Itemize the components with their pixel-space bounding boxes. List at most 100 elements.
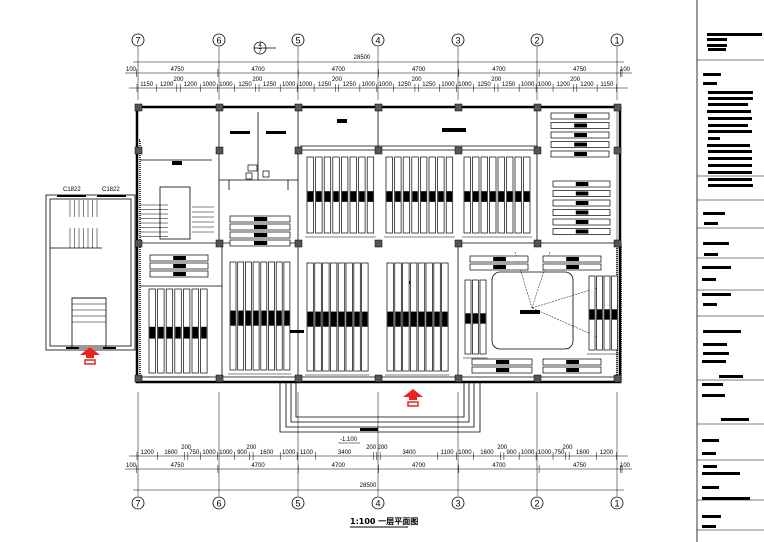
shelf-label bbox=[253, 310, 259, 326]
title-block-redacted-text bbox=[708, 178, 752, 181]
structural-column bbox=[533, 146, 542, 155]
title-block-redacted-text bbox=[707, 110, 751, 113]
drawing-title: 1:100 一层平面图 bbox=[350, 517, 418, 526]
bottom-sub-dims-value: 1600 bbox=[480, 450, 494, 456]
axis-label-5: 5 bbox=[295, 499, 300, 509]
entrance-arrow-icon bbox=[80, 347, 100, 358]
shelf-label bbox=[269, 310, 274, 326]
shelf-label bbox=[173, 264, 186, 268]
top-sub-dims-value: 1000 bbox=[379, 82, 393, 88]
bottom-sub-dims-value: 1200 bbox=[140, 450, 154, 456]
top-sub-dims-value: 1000 bbox=[202, 82, 216, 88]
shelf-label bbox=[426, 311, 432, 327]
axis-bubble bbox=[291, 33, 305, 47]
shelf-label bbox=[473, 313, 478, 324]
structural-column bbox=[533, 374, 542, 383]
shelf-label bbox=[515, 191, 521, 202]
title-block-redacted-text bbox=[708, 97, 753, 100]
bottom-sub-dims-value: 1600 bbox=[164, 450, 178, 456]
bottom-sub-dims-value: 1000 bbox=[458, 450, 472, 456]
main-dim-value: 100 bbox=[126, 463, 137, 469]
top-sub-dims-value: 200 bbox=[570, 77, 581, 83]
shelf-label bbox=[597, 309, 602, 320]
shelf-label bbox=[410, 311, 417, 327]
structural-column bbox=[134, 103, 143, 112]
top-sub-dims-value: 1250 bbox=[502, 82, 516, 88]
shelf-label bbox=[149, 326, 155, 339]
top-sub-dims-value: 1150 bbox=[600, 82, 614, 88]
title-block-redacted-text bbox=[702, 452, 716, 455]
shelf-label bbox=[276, 310, 282, 326]
axis-label-3: 3 bbox=[455, 36, 460, 46]
shelf-label bbox=[158, 326, 164, 339]
top-sub-dims-value: 200 bbox=[252, 77, 263, 83]
axis-bubble bbox=[610, 33, 624, 47]
shelf-label bbox=[429, 191, 435, 202]
total-width-top: 28500 bbox=[354, 55, 371, 61]
bottom-sub-dims-value: 200 bbox=[497, 445, 508, 451]
title-block-redacted-text bbox=[708, 117, 752, 120]
entrance-arrow-icon bbox=[403, 389, 423, 400]
window-label-c1822-right: C1822 bbox=[102, 187, 120, 193]
structural-column bbox=[215, 374, 224, 383]
reading-area bbox=[491, 271, 574, 350]
structural-column bbox=[613, 239, 622, 248]
shelf-label bbox=[574, 133, 587, 137]
axis-label-2: 2 bbox=[534, 36, 539, 46]
stair-annex: C1822 C1822 bbox=[45, 187, 136, 351]
structural-column bbox=[294, 146, 303, 155]
shelf-label bbox=[418, 311, 425, 327]
title-block-redacted-text bbox=[708, 164, 752, 167]
shelf-label bbox=[498, 191, 504, 202]
shelf-label bbox=[403, 311, 409, 327]
shelf-label bbox=[333, 191, 339, 202]
shelf-label bbox=[420, 191, 427, 202]
structural-column bbox=[215, 103, 224, 112]
structural-column bbox=[215, 239, 224, 248]
shelf-label bbox=[238, 310, 244, 326]
title-block-redacted-text bbox=[703, 303, 717, 306]
axis-label-5: 5 bbox=[295, 36, 300, 46]
shelf-label bbox=[261, 310, 267, 326]
bottom-sub-dims-value: 1600 bbox=[260, 450, 274, 456]
title-block-redacted-text bbox=[704, 222, 718, 225]
shelf-label bbox=[575, 220, 589, 224]
shelf-label bbox=[245, 310, 251, 326]
axis-label-6: 6 bbox=[216, 36, 221, 46]
shelf-label bbox=[166, 326, 173, 339]
structural-column bbox=[134, 374, 143, 383]
structural-column bbox=[134, 146, 143, 155]
shelf-label bbox=[575, 182, 589, 186]
shelf-label bbox=[316, 191, 322, 202]
top-sub-dims-value: 1000 bbox=[299, 82, 313, 88]
main-dim-value: 4700 bbox=[492, 463, 506, 469]
shelf-label bbox=[359, 191, 365, 202]
title-block-redacted-text bbox=[704, 253, 718, 256]
stair-well bbox=[159, 186, 191, 240]
top-sub-dims-value: 1000 bbox=[219, 82, 233, 88]
bottom-sub-dims-value: 1000 bbox=[202, 450, 216, 456]
section-mark-bottom: 7 bbox=[258, 49, 262, 55]
title-block-redacted-text bbox=[702, 360, 726, 363]
title-block-redacted-text bbox=[721, 418, 749, 421]
shelf-label bbox=[493, 257, 506, 261]
title-block-redacted-text bbox=[702, 472, 740, 475]
section-mark-top: 4 bbox=[258, 43, 262, 49]
structural-column bbox=[454, 239, 463, 248]
bottom-sub-dims-value: 1600 bbox=[576, 450, 590, 456]
axis-bubble bbox=[610, 496, 624, 510]
shelf-label bbox=[254, 233, 268, 237]
structural-column bbox=[533, 103, 542, 112]
title-block bbox=[696, 0, 764, 542]
shelf-label bbox=[395, 311, 401, 327]
axis-label-3: 3 bbox=[455, 499, 460, 509]
main-dim-value: 4700 bbox=[412, 67, 426, 73]
axis-bubble bbox=[131, 496, 145, 510]
title-block-redacted-text bbox=[703, 73, 721, 76]
shelf-label bbox=[173, 256, 186, 260]
title-block-redacted-text bbox=[707, 33, 762, 36]
axis-label-6: 6 bbox=[216, 499, 221, 509]
bottom-sub-dims-value: 1100 bbox=[441, 450, 455, 456]
shelf-label bbox=[575, 201, 589, 205]
bottom-sub-dims-value: 3400 bbox=[338, 450, 352, 456]
